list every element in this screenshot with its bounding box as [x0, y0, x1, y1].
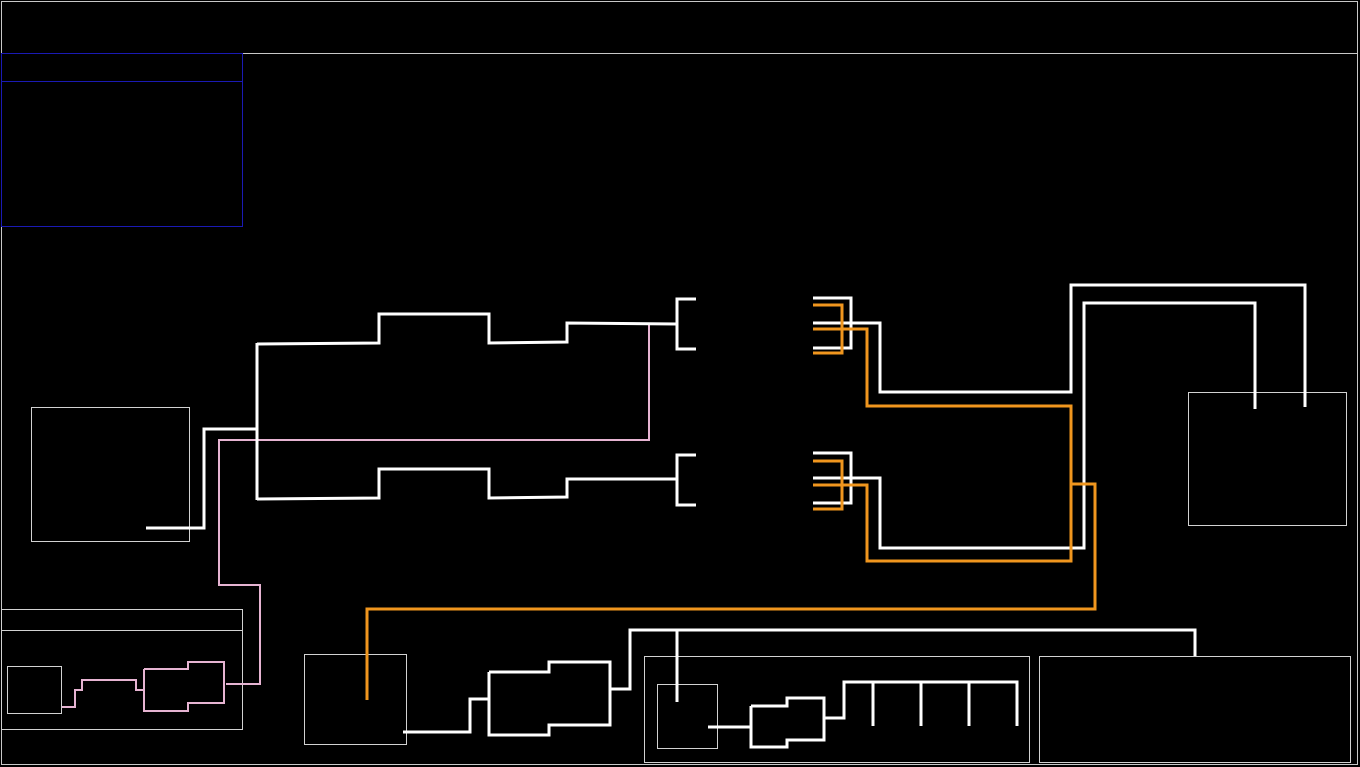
orange-bottom-feed — [365, 482, 1097, 700]
lower-branch-wire — [256, 467, 677, 501]
upper-orange-route — [813, 327, 1073, 563]
pink-wiring — [62, 324, 650, 712]
left-source-box — [31, 407, 190, 542]
upper-branch-wire — [256, 312, 678, 346]
bottom-center-panel-frame — [644, 656, 1030, 763]
right-terminal-box — [1188, 392, 1347, 526]
bottom-right-panel — [1039, 656, 1351, 763]
upper-route-wire — [813, 283, 1307, 407]
upper-left-fork — [675, 297, 696, 351]
lower-left-fork — [675, 453, 696, 507]
white-wiring — [146, 283, 1307, 749]
pink-trunk-wire — [218, 324, 650, 685]
lower-route-wire — [813, 301, 1257, 550]
bottom-feed-wire — [403, 697, 489, 734]
pink-connector-outline — [143, 661, 225, 712]
bottom-panel-connector-outline — [749, 696, 826, 749]
bottom-left-panel — [1, 609, 243, 730]
bottom-panel-comb-wire — [824, 680, 1019, 726]
bottom-left-small-box — [7, 666, 62, 714]
blue-panel-frame — [1, 53, 243, 227]
blue-panel — [1, 53, 243, 227]
bottom-junction-box — [304, 654, 407, 745]
bottom-connector-outline — [487, 660, 612, 737]
bottom-center-small-box — [657, 684, 718, 749]
orange-wiring — [365, 303, 1097, 700]
bottom-left-panel-frame — [1, 609, 243, 730]
bottom-bus-wire — [610, 628, 1197, 691]
bottom-center-panel — [644, 656, 1030, 763]
source-feed-wire — [146, 427, 257, 530]
pink-inner-wire — [62, 679, 144, 708]
